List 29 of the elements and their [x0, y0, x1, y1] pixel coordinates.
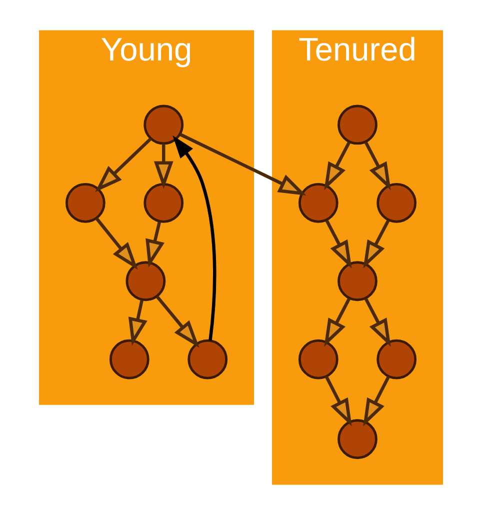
node-circle	[108, 339, 149, 380]
arrow	[155, 295, 199, 348]
arrow	[324, 376, 352, 426]
node-circle	[298, 339, 338, 380]
arrow	[324, 298, 350, 347]
arrow	[364, 298, 390, 347]
arrow	[362, 220, 390, 268]
arrow	[94, 217, 138, 270]
node-circle	[125, 261, 166, 302]
node-circle	[64, 182, 105, 223]
arrow	[94, 138, 152, 192]
node-circle	[337, 261, 377, 302]
node-circle	[298, 182, 338, 223]
arrow	[128, 300, 147, 346]
arrow	[145, 222, 164, 268]
arrow	[362, 376, 390, 426]
arrow	[364, 142, 390, 190]
arrow	[324, 142, 350, 190]
node-circle	[376, 182, 416, 223]
node-circle	[143, 182, 184, 223]
node-circle	[187, 339, 228, 380]
node-circle	[143, 104, 184, 145]
node-circle	[337, 104, 377, 145]
arrow	[324, 220, 352, 268]
node-circle	[337, 419, 377, 460]
arrow	[172, 136, 216, 341]
arrow	[178, 132, 306, 196]
node-circle	[376, 339, 416, 380]
arrow	[153, 144, 173, 189]
